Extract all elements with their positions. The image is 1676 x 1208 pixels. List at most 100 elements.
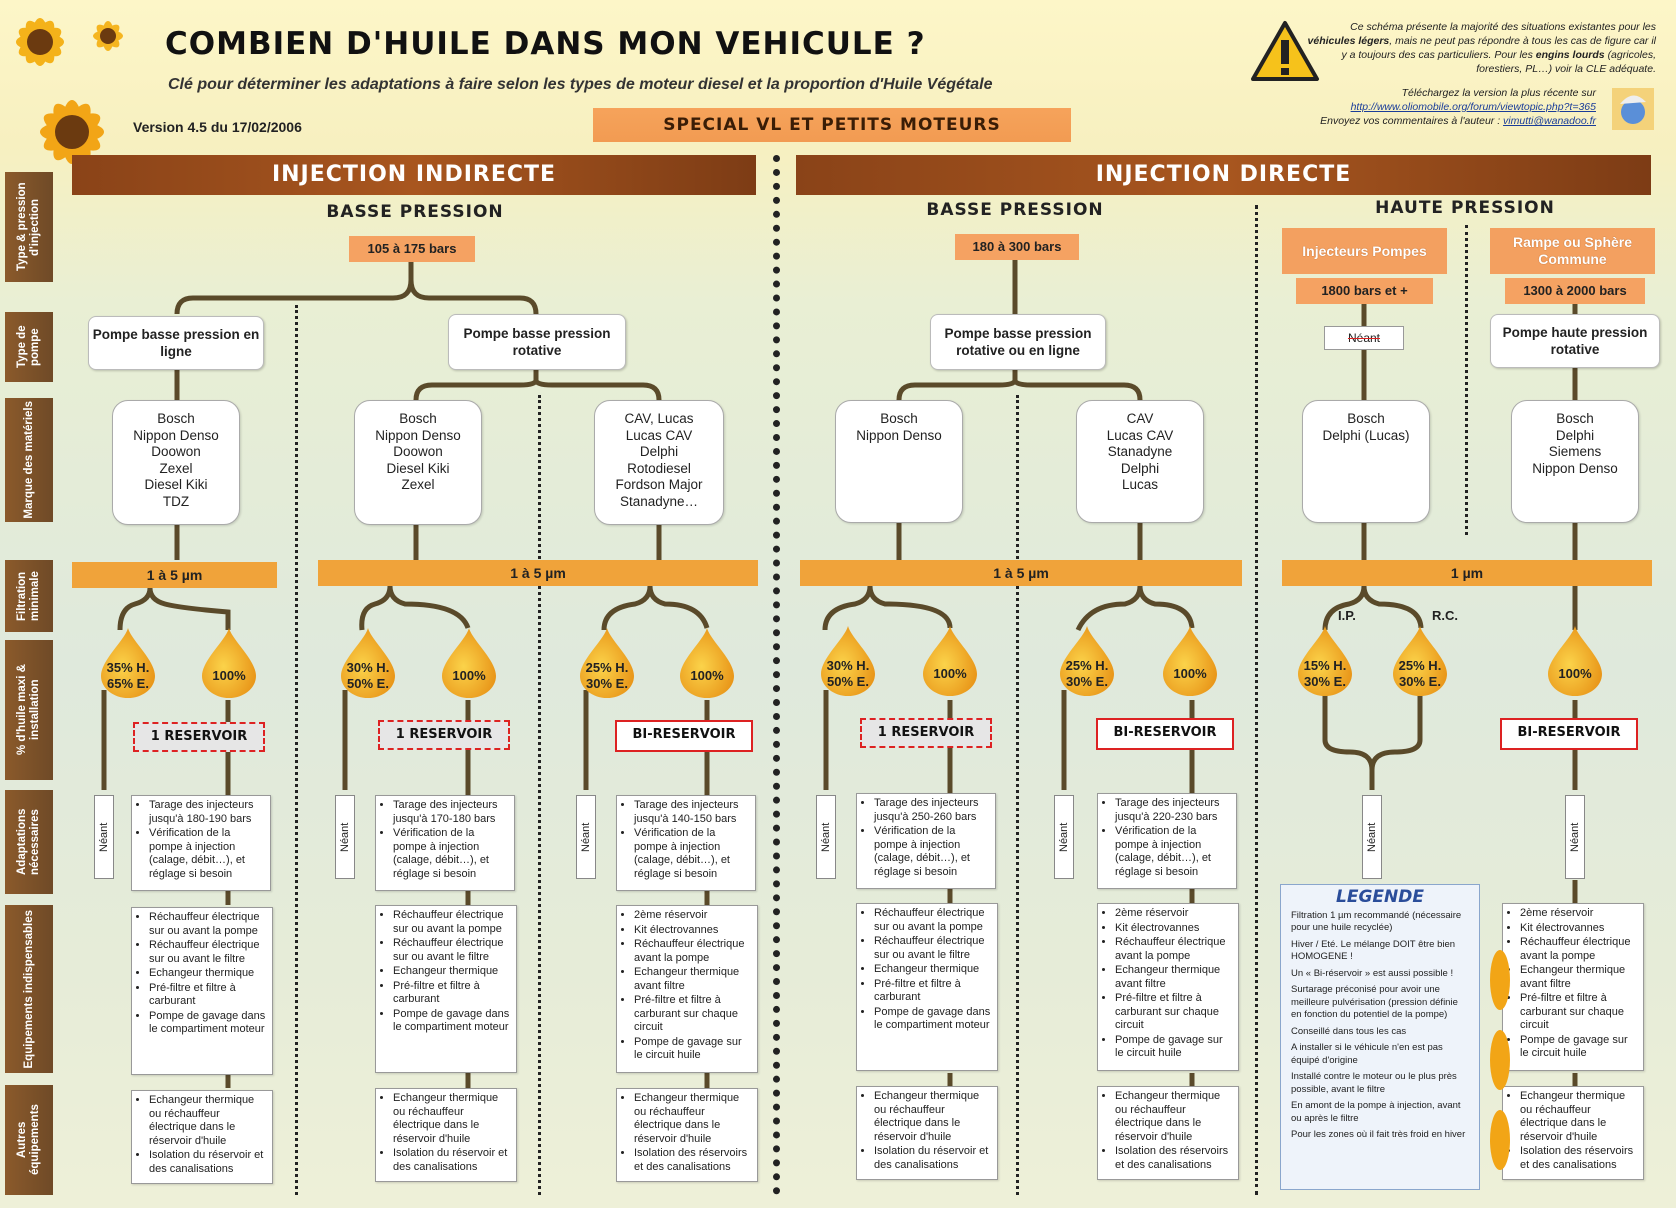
version-label: Version 4.5 du 17/02/2006: [133, 119, 302, 135]
pressure-direct-bp: 180 à 300 bars: [955, 234, 1079, 260]
side-label-pump: Type de pompe: [5, 312, 53, 382]
legend-panel: LEGENDE Filtration 1 µm recommandé (néce…: [1280, 884, 1480, 1190]
oil-drop: 25% H.30% E.: [576, 626, 638, 700]
separator: [1465, 225, 1468, 535]
oil-drop: 30% H.50% E.: [817, 624, 879, 698]
oil-drop: 15% H.30% E.: [1294, 624, 1356, 698]
adapt-box: Tarage des injecteurs jusqu'à 250-260 ba…: [856, 793, 996, 889]
neant-tag: Néant: [94, 795, 114, 879]
oil-drop: 100%: [1544, 624, 1606, 698]
other-box: Echangeur thermique ou réchauffeur élect…: [1502, 1086, 1644, 1180]
pressure-ip: 1800 bars et +: [1296, 278, 1433, 304]
other-box: Echangeur thermique ou réchauffeur élect…: [856, 1086, 998, 1180]
other-box: Echangeur thermique ou réchauffeur élect…: [616, 1088, 758, 1182]
other-box: Echangeur thermique ou réchauffeur élect…: [131, 1090, 273, 1184]
side-label-brand: Marque des matériels: [5, 398, 53, 522]
smurf-icon: [1612, 88, 1654, 130]
adapt-box: Tarage des injecteurs jusqu'à 140-150 ba…: [616, 795, 756, 891]
subhead-bp-indirect: BASSE PRESSION: [326, 202, 504, 222]
neant-tag: Néant: [1362, 795, 1382, 879]
reservoir-tag: BI-RESERVOIR: [1096, 718, 1234, 750]
band-indirect: INJECTION INDIRECTE: [72, 155, 756, 195]
reservoir-tag: BI-RESERVOIR: [615, 720, 753, 752]
other-box: Echangeur thermique ou réchauffeur élect…: [1097, 1086, 1239, 1180]
equip-box: Réchauffeur électrique sur ou avant la p…: [375, 905, 517, 1073]
filter-bar-4: 1 µm: [1282, 560, 1652, 586]
equip-box: 2ème réservoirKit électrovannesRéchauffe…: [1502, 903, 1644, 1071]
download-note: Téléchargez la version la plus récente s…: [1320, 87, 1596, 127]
pump-rotative-indirect: Pompe basse pression rotative: [448, 314, 626, 370]
label-ip: I.P.: [1338, 608, 1356, 623]
special-banner: SPECIAL VL ET PETITS MOTEURS: [593, 108, 1071, 142]
other-box: Echangeur thermique ou réchauffeur élect…: [375, 1088, 517, 1182]
neant-tag: Néant: [1054, 795, 1074, 879]
neant-tag: Néant: [816, 795, 836, 879]
side-label-adapt: Adaptations nécessaires: [5, 790, 53, 894]
separator: [295, 305, 298, 1195]
main-separator: [773, 155, 780, 1195]
equip-box: Réchauffeur électrique sur ou avant la p…: [131, 907, 273, 1075]
adapt-box: Tarage des injecteurs jusqu'à 180-190 ba…: [131, 795, 271, 891]
separator: [538, 395, 541, 1195]
neant-tag: Néant: [1565, 795, 1585, 879]
side-label-other: Autres équipements: [5, 1085, 53, 1195]
neant-tag: Néant: [576, 795, 596, 879]
subhead-bp-direct: BASSE PRESSION: [926, 200, 1104, 220]
oil-drop: 100%: [438, 626, 500, 700]
side-label-type: Type & pression d'injection: [5, 172, 53, 282]
filter-bar-1: 1 à 5 µm: [72, 562, 277, 588]
oil-drop: 25% H.30% E.: [1389, 624, 1451, 698]
oil-drop: 30% H.50% E.: [337, 626, 399, 700]
pressure-rc: 1300 à 2000 bars: [1505, 278, 1645, 304]
filter-bar-2: 1 à 5 µm: [318, 560, 758, 586]
subhead-hp-direct: HAUTE PRESSION: [1375, 198, 1555, 218]
download-link[interactable]: http://www.oliomobile.org/forum/viewtopi…: [1350, 101, 1596, 113]
adapt-box: Tarage des injecteurs jusqu'à 220-230 ba…: [1097, 793, 1237, 889]
email-link[interactable]: vimutti@wanadoo.fr: [1503, 115, 1596, 127]
hp-ip: Injecteurs Pompes: [1282, 228, 1447, 274]
oil-drop: 100%: [198, 626, 260, 700]
label-rc: R.C.: [1432, 608, 1458, 623]
reservoir-tag: 1 RESERVOIR: [860, 718, 992, 748]
equip-box: Réchauffeur électrique sur ou avant la p…: [856, 903, 998, 1071]
oil-drop: 25% H.30% E.: [1056, 624, 1118, 698]
reservoir-tag: 1 RESERVOIR: [378, 720, 510, 750]
pump-inline-indirect: Pompe basse pression en ligne: [88, 316, 264, 370]
pump-none-ip: Néant: [1324, 326, 1404, 350]
equip-box: 2ème réservoirKit électrovannesRéchauffe…: [616, 905, 758, 1073]
neant-tag: Néant: [335, 795, 355, 879]
sunflower-decoration: [16, 18, 123, 164]
side-label-equip: Equipements indispensables: [5, 905, 53, 1073]
hp-rc: Rampe ou Sphère Commune: [1490, 228, 1655, 274]
pressure-indirect: 105 à 175 bars: [349, 236, 475, 262]
separator: [1016, 395, 1019, 1195]
filter-bar-3: 1 à 5 µm: [800, 560, 1242, 586]
reservoir-tag: BI-RESERVOIR: [1500, 718, 1638, 750]
adapt-box: Tarage des injecteurs jusqu'à 170-180 ba…: [375, 795, 515, 891]
page-subtitle: Clé pour déterminer les adaptations à fa…: [168, 76, 993, 93]
oil-drop: 35% H.65% E.: [97, 626, 159, 700]
pump-hp-rotative: Pompe haute pression rotative: [1490, 314, 1660, 368]
side-label-filter: Filtration minimale: [5, 560, 53, 632]
equip-box: 2ème réservoirKit électrovannesRéchauffe…: [1097, 903, 1239, 1071]
separator: [1255, 205, 1258, 1195]
band-direct: INJECTION DIRECTE: [796, 155, 1651, 195]
oil-drop: 100%: [676, 626, 738, 700]
oil-drop: 100%: [1159, 624, 1221, 698]
info-note: Ce schéma présente la majorité des situa…: [1307, 21, 1656, 75]
legend-title: LEGENDE: [1336, 887, 1424, 907]
page-title: COMBIEN D'HUILE DANS MON VEHICULE ?: [165, 26, 926, 62]
side-label-oil: % d'huile maxi & installation: [5, 640, 53, 780]
oil-drop: 100%: [919, 624, 981, 698]
pump-rotative-direct: Pompe basse pression rotative ou en lign…: [930, 314, 1106, 370]
sunflower-decoration: [1490, 950, 1510, 1170]
warning-icon: [1251, 21, 1319, 81]
reservoir-tag: 1 RESERVOIR: [133, 722, 265, 752]
